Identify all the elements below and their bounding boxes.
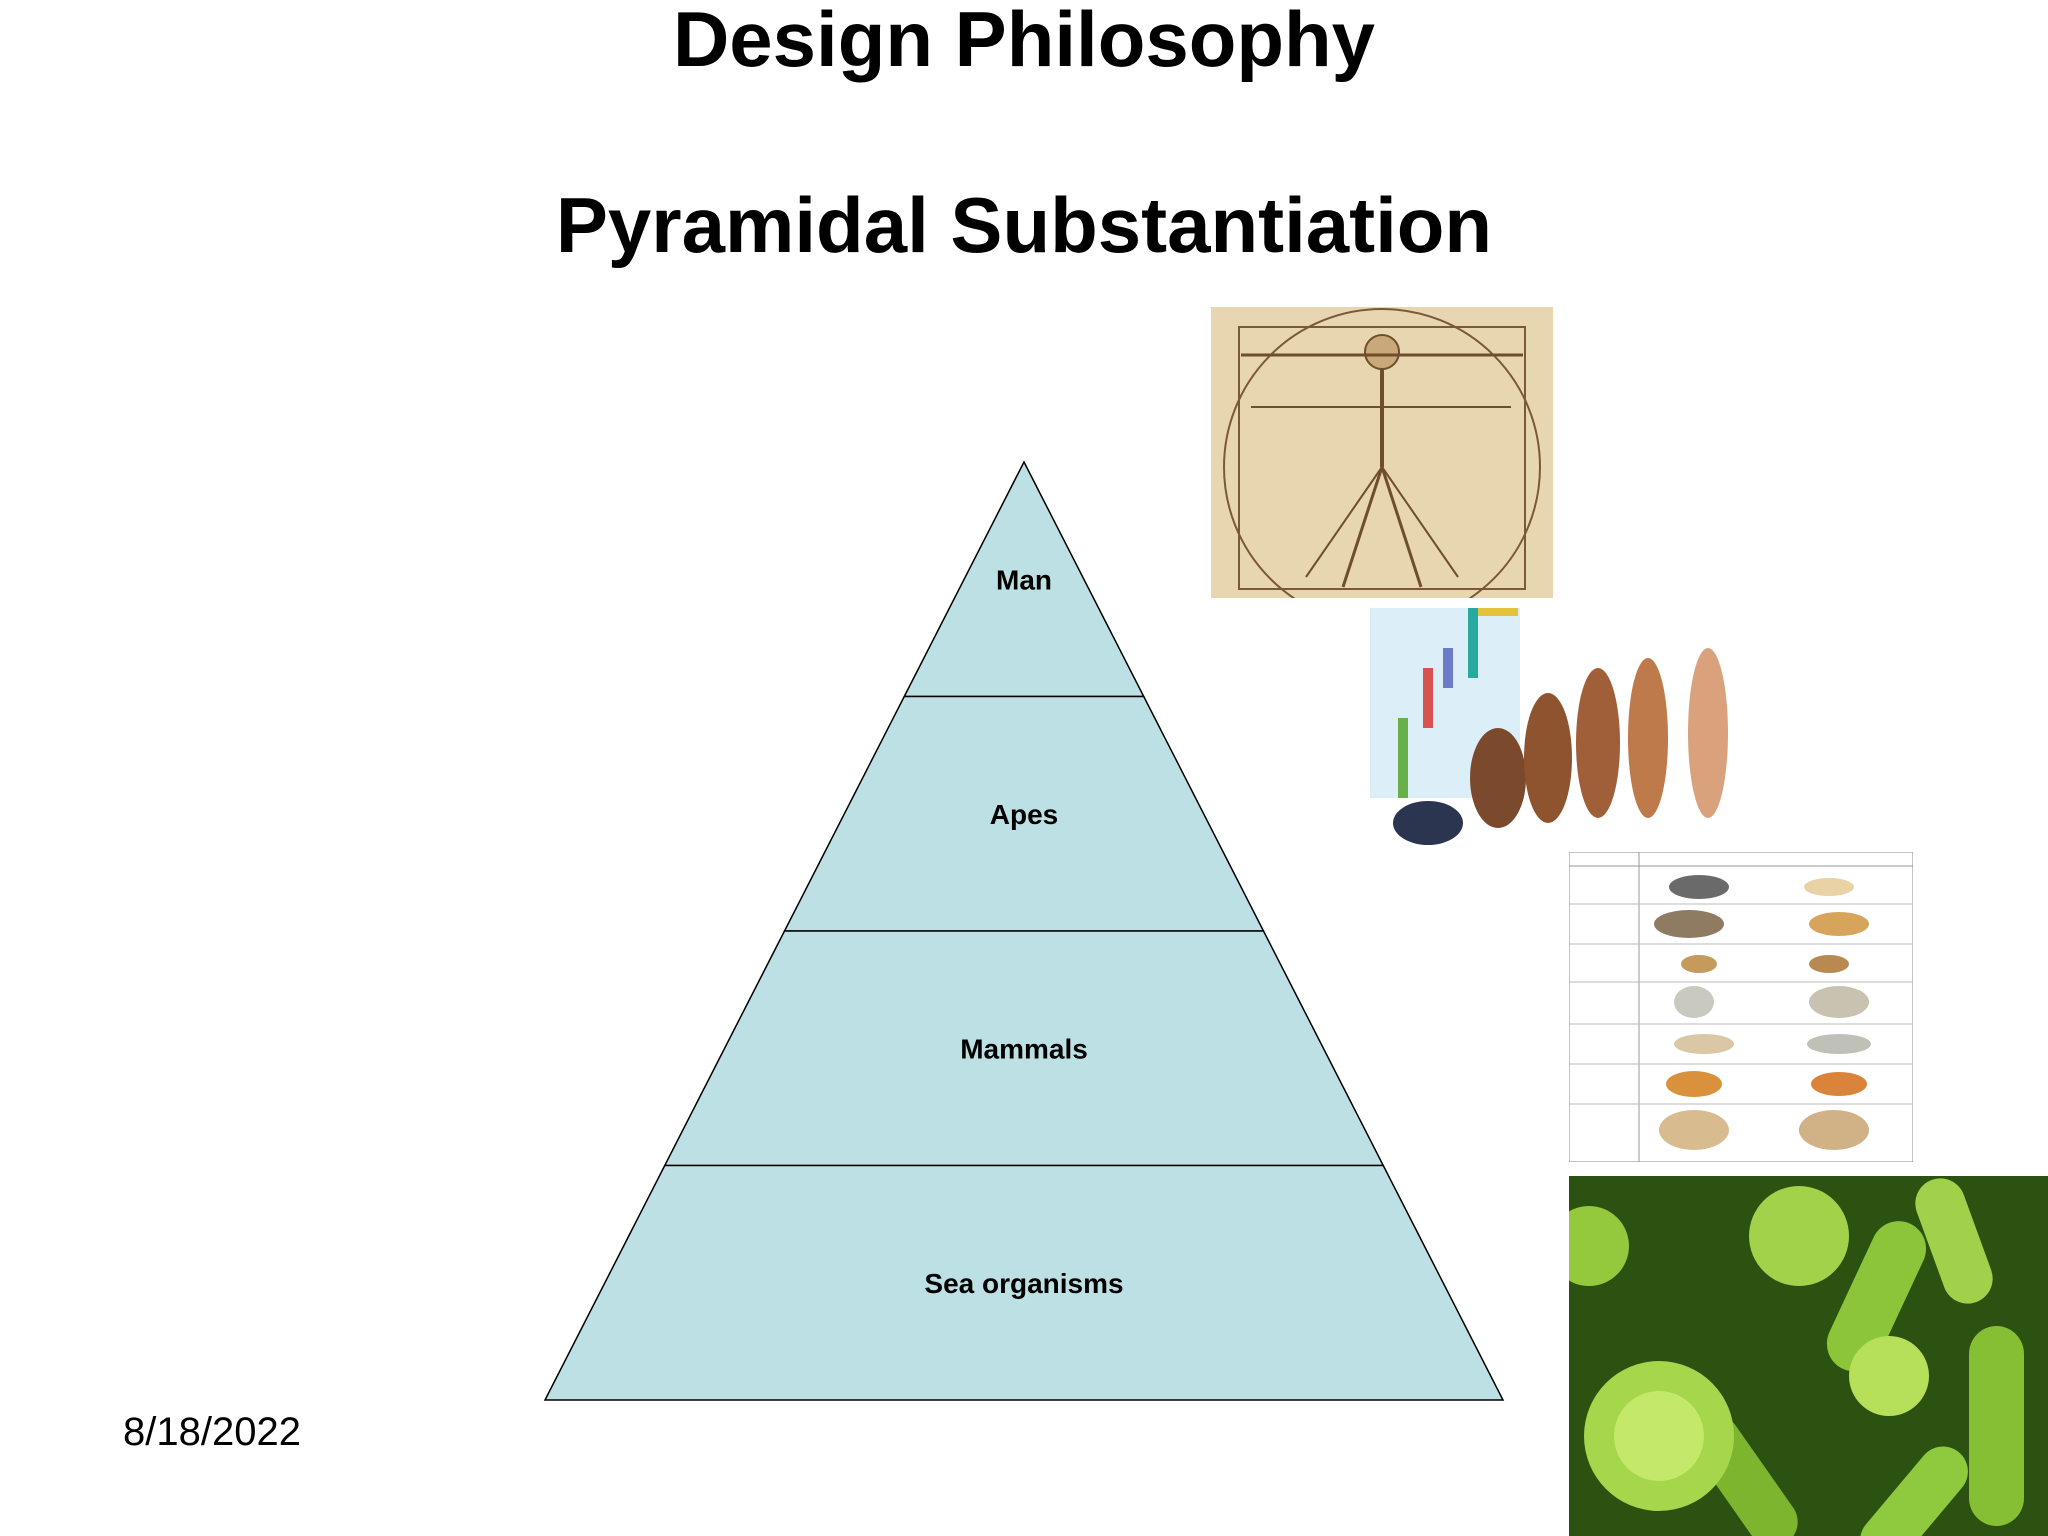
pyramid-tier-label: Man <box>996 564 1052 595</box>
slide-subtitle: Pyramidal Substantiation <box>555 181 1493 269</box>
slide-title: Design Philosophy <box>672 0 1376 83</box>
human-evolution-image <box>1368 598 1770 860</box>
pyramid-tier <box>543 1164 1505 1401</box>
slide-date: 8/18/2022 <box>123 1410 301 1454</box>
vitruvian-man-image <box>1211 307 1553 598</box>
pyramid-tier-label: Mammals <box>960 1033 1088 1064</box>
bacteria-image <box>1569 1176 2048 1536</box>
pyramid-tier-label: Sea organisms <box>924 1268 1123 1299</box>
mammal-comparison-table-image <box>1569 852 1913 1162</box>
pyramid-tier-label: Apes <box>990 799 1058 830</box>
